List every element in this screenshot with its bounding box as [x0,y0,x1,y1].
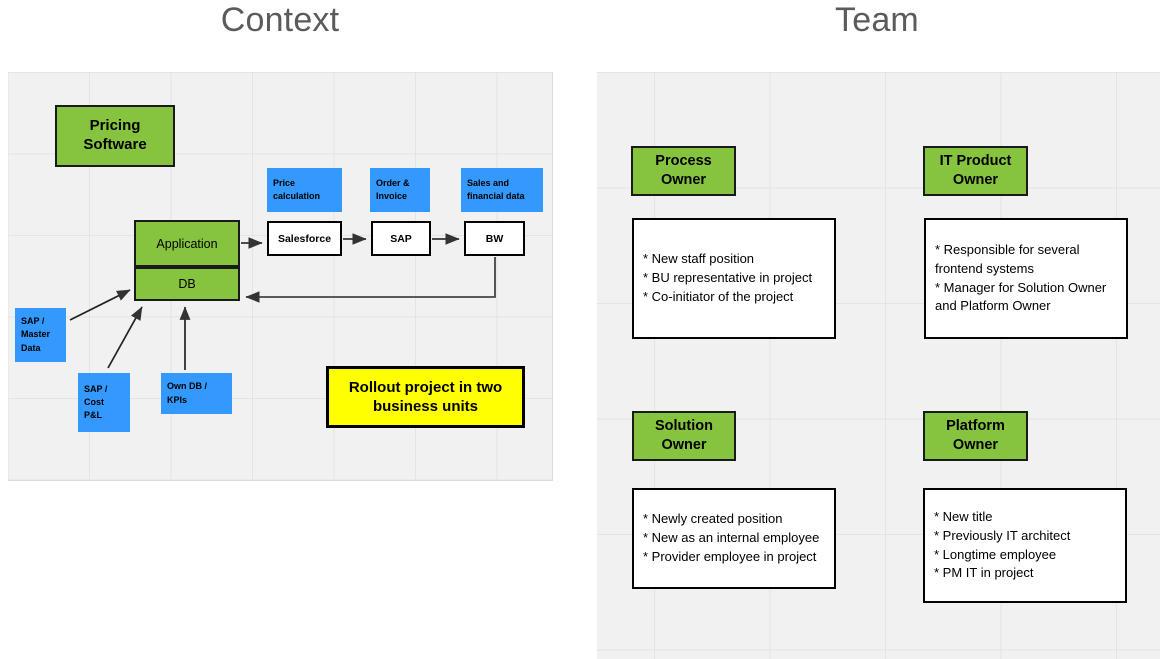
label-sales-and-financial-data[interactable]: Sales and financial data [461,168,543,212]
label-own-db-kpis[interactable]: Own DB / KPIs [161,373,232,414]
node-application[interactable]: Application [134,220,240,267]
details-solution-owner: * Newly created position * New as an int… [632,488,836,589]
node-platform-owner[interactable]: Platform Owner [923,411,1028,461]
label-order-invoice[interactable]: Order & Invoice [370,168,430,212]
node-pricing-software[interactable]: Pricing Software [55,105,175,167]
node-it-product-owner[interactable]: IT Product Owner [923,146,1028,196]
details-process-owner: * New staff position * BU representative… [632,218,836,339]
label-price-calculation[interactable]: Price calculation [267,168,342,212]
details-platform-owner: * New title * Previously IT architect * … [923,488,1127,603]
page-title-team: Team [835,1,919,39]
node-salesforce[interactable]: Salesforce [267,221,342,256]
label-sap-cost-pl[interactable]: SAP / Cost P&L [78,373,130,432]
node-process-owner[interactable]: Process Owner [631,146,736,196]
node-solution-owner[interactable]: Solution Owner [632,411,736,461]
page-title-context: Context [220,1,340,39]
details-it-product-owner: * Responsible for several frontend syste… [924,218,1128,339]
node-sap[interactable]: SAP [371,221,431,256]
node-db[interactable]: DB [134,267,240,301]
label-sap-master-data[interactable]: SAP / Master Data [15,308,66,362]
callout-rollout-project[interactable]: Rollout project in two business units [326,366,525,428]
node-bw[interactable]: BW [464,221,525,256]
